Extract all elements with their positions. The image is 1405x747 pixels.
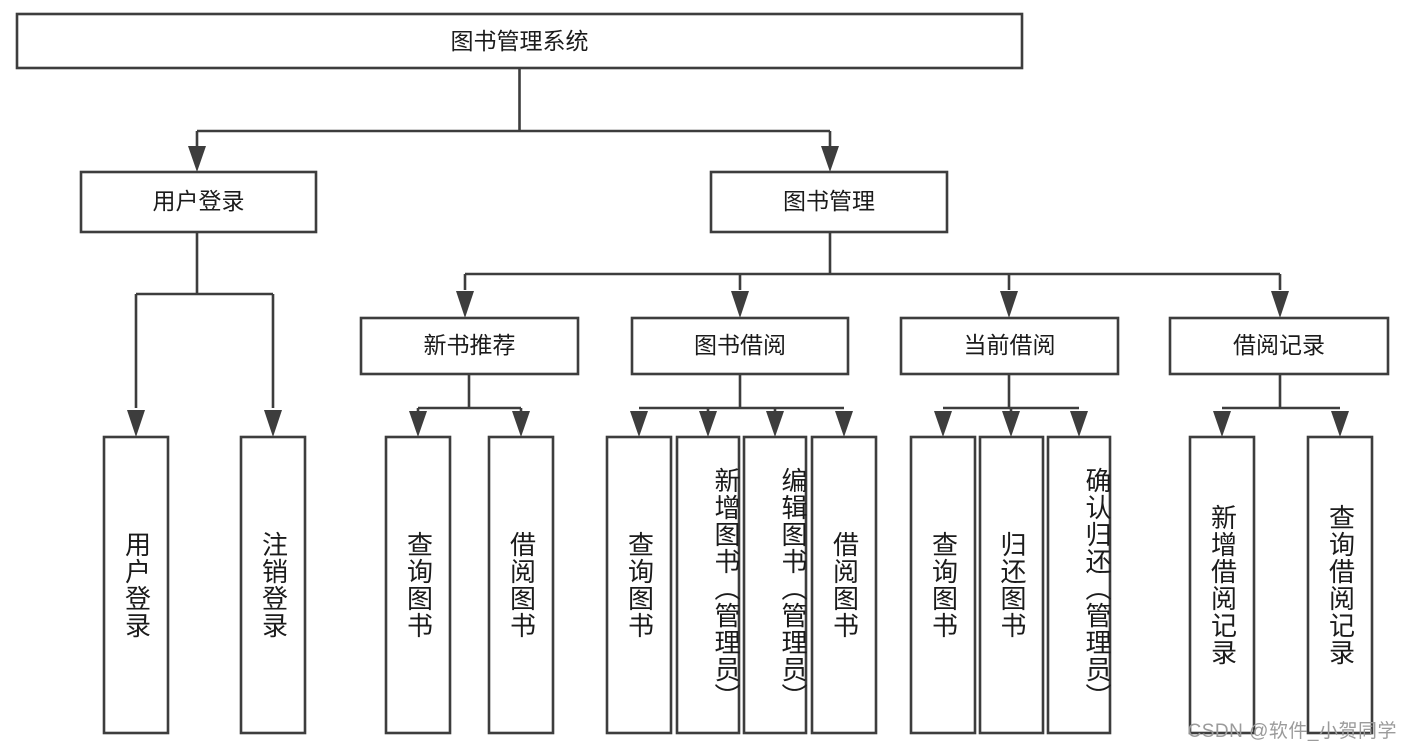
leaf-book-borrow-1-box[interactable] — [675, 435, 741, 735]
arrowhead-book-manage — [821, 146, 839, 172]
node-user-login-label: 用户登录 — [153, 188, 245, 214]
node-new-book-recommend-label: 新书推荐 — [424, 332, 516, 358]
arrowhead-bb-0 — [630, 411, 648, 437]
node-new-book-recommend-box[interactable] — [359, 316, 580, 376]
box-layer — [15, 12, 1390, 735]
node-borrow-record-box[interactable] — [1168, 316, 1390, 376]
arrowhead-ul-leaf-0 — [127, 410, 145, 437]
node-book-manage-box[interactable] — [709, 170, 949, 234]
arrowhead-l3-2 — [1000, 291, 1018, 318]
node-root-label: 图书管理系统 — [451, 28, 589, 54]
node-root-box[interactable] — [15, 12, 1024, 70]
leaf-user-login-1-box[interactable] — [239, 435, 307, 735]
arrowhead-br-1 — [1331, 411, 1349, 437]
leaf-user-login-0-box[interactable] — [102, 435, 170, 735]
leaf-current-borrow-0-box[interactable] — [909, 435, 977, 735]
connector-layer — [127, 68, 1349, 437]
arrowhead-nbr-1 — [512, 411, 530, 437]
leaf-new-book-1-box[interactable] — [487, 435, 555, 735]
node-user-login-box[interactable] — [79, 170, 318, 234]
label-layer: 图书管理系统 用户登录 图书管理 新书推荐 图书借阅 当前借阅 借阅记录 — [153, 28, 1326, 358]
leaf-book-borrow-0-box[interactable] — [605, 435, 673, 735]
arrowhead-l3-3 — [1271, 291, 1289, 318]
arrowhead-user-login — [188, 146, 206, 172]
node-current-borrow-box[interactable] — [899, 316, 1120, 376]
node-book-borrow-box[interactable] — [630, 316, 850, 376]
node-borrow-record-label: 借阅记录 — [1233, 332, 1325, 358]
arrowhead-bb-1 — [699, 411, 717, 437]
arrowhead-cb-2 — [1070, 411, 1088, 437]
node-book-manage-label: 图书管理 — [783, 188, 875, 214]
node-current-borrow-label: 当前借阅 — [964, 332, 1056, 358]
leaf-new-book-0-box[interactable] — [384, 435, 452, 735]
arrowhead-l3-1 — [731, 291, 749, 318]
arrowhead-cb-0 — [934, 411, 952, 437]
leaf-book-borrow-3-box[interactable] — [810, 435, 878, 735]
arrowhead-bb-2 — [766, 411, 784, 437]
leaf-borrow-record-1-box[interactable] — [1306, 435, 1374, 735]
arrowhead-ul-leaf-1 — [264, 410, 282, 437]
leaf-current-borrow-1-box[interactable] — [978, 435, 1045, 735]
arrowhead-l3-0 — [456, 291, 474, 318]
arrowhead-nbr-0 — [409, 411, 427, 437]
leaf-borrow-record-0-box[interactable] — [1188, 435, 1256, 735]
node-book-borrow-label: 图书借阅 — [694, 332, 786, 358]
leaf-current-borrow-2-box[interactable] — [1046, 435, 1112, 735]
arrowhead-bb-3 — [835, 411, 853, 437]
leaf-book-borrow-2-box[interactable] — [742, 435, 808, 735]
arrowhead-br-0 — [1213, 411, 1231, 437]
arrowhead-cb-1 — [1002, 411, 1020, 437]
csdn-watermark: CSDN @软件_小贺同学 — [1187, 721, 1397, 742]
